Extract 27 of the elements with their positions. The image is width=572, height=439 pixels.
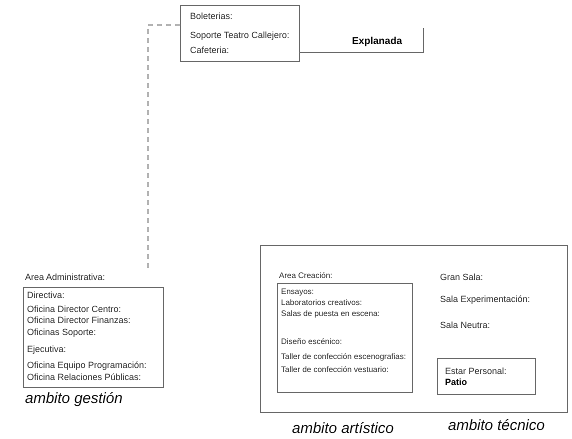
room-label: Estar Personal: <box>445 366 507 376</box>
room-label: Taller de confección escenografias: <box>281 352 406 362</box>
room-label: Sala Neutra: <box>440 320 490 330</box>
space-name: Explanada <box>352 36 402 48</box>
room-label: Oficina Relaciones Públicas: <box>27 372 142 382</box>
room-label: Oficina Equipo Programación: <box>27 360 147 370</box>
room-label: Directiva: <box>27 290 65 300</box>
zone-caption: ambito artístico <box>292 420 394 437</box>
room-label: Boleterias: <box>190 11 233 22</box>
room-label: Cafeteria: <box>190 45 230 56</box>
space-name: Patio <box>445 377 468 388</box>
room-label: Ejecutiva: <box>27 344 66 354</box>
room-label: Sala Experimentación: <box>440 294 530 304</box>
room-label: Oficina Director Centro: <box>27 304 122 314</box>
room-label: Soporte Teatro Callejero: <box>190 30 290 40</box>
zone-caption: ambito técnico <box>448 417 545 434</box>
room-label: Oficinas Soporte: <box>27 327 96 338</box>
room-label: Gran Sala: <box>440 272 484 282</box>
room-label: Salas de puesta en escena: <box>281 309 380 318</box>
room-label: Diseño escénico: <box>281 337 342 346</box>
area-heading: Area Administrativa: <box>25 272 106 282</box>
room-label: Oficina Director Finanzas: <box>27 315 131 326</box>
room-label: Taller de confección vestuario: <box>281 365 389 374</box>
zone-caption: ambito gestión <box>25 390 123 407</box>
area-heading: Area Creación: <box>279 271 332 280</box>
room-label: Ensayos: <box>281 287 314 296</box>
room-label: Laboratorios creativos: <box>281 298 362 308</box>
